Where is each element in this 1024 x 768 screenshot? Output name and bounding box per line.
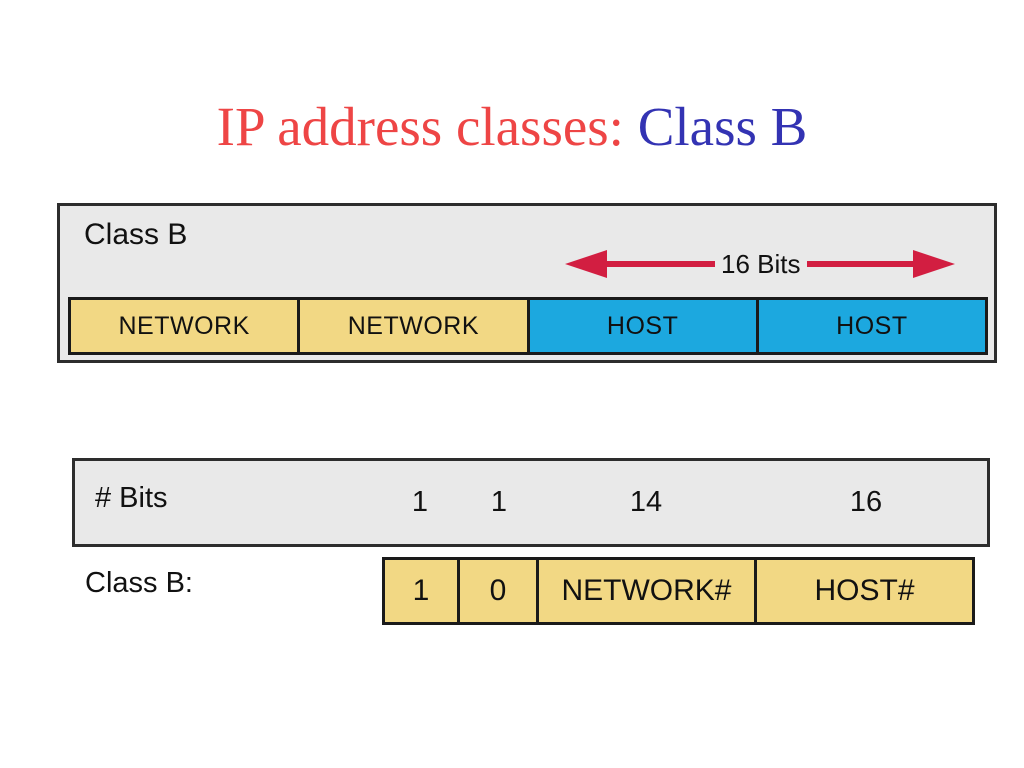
arrow-left-icon — [565, 250, 715, 278]
octet-cell-host-1: HOST — [526, 300, 756, 352]
bits-value-2: 1 — [490, 486, 508, 518]
bits-count-box: # Bits 1 1 14 16 — [72, 458, 990, 547]
title-blue-part: Class B — [637, 96, 808, 157]
bits-value-4: 16 — [849, 486, 883, 518]
arrow-right-icon — [806, 250, 955, 278]
octet-cells-row: NETWORK NETWORK HOST HOST — [68, 297, 988, 355]
page-title: IP address classes: Class B — [0, 96, 1024, 158]
class-b-octets-box: Class B 16 Bits NETWORK NETWORK HOST HOS… — [57, 203, 997, 363]
host-number-cell: HOST# — [754, 560, 972, 622]
octet-cell-network-1: NETWORK — [71, 300, 298, 352]
bits-box-label: # Bits — [95, 482, 168, 514]
octet-cell-host-2: HOST — [755, 300, 985, 352]
class-b-box-label: Class B — [84, 218, 188, 251]
bit-cell-zero: 0 — [457, 560, 536, 622]
class-b-row-label: Class B: — [85, 567, 193, 599]
arrow-label: 16 Bits — [721, 248, 801, 279]
bits-value-1: 1 — [411, 486, 429, 518]
class-b-bit-layout-row: 1 0 NETWORK# HOST# — [382, 557, 975, 625]
bits-value-3: 14 — [629, 486, 663, 518]
bit-cell-one: 1 — [412, 574, 430, 607]
sixteen-bits-arrow: 16 Bits — [565, 242, 967, 286]
title-red-part: IP address classes: — [216, 96, 638, 157]
network-number-cell: NETWORK# — [536, 560, 754, 622]
octet-cell-network-2: NETWORK — [297, 300, 527, 352]
